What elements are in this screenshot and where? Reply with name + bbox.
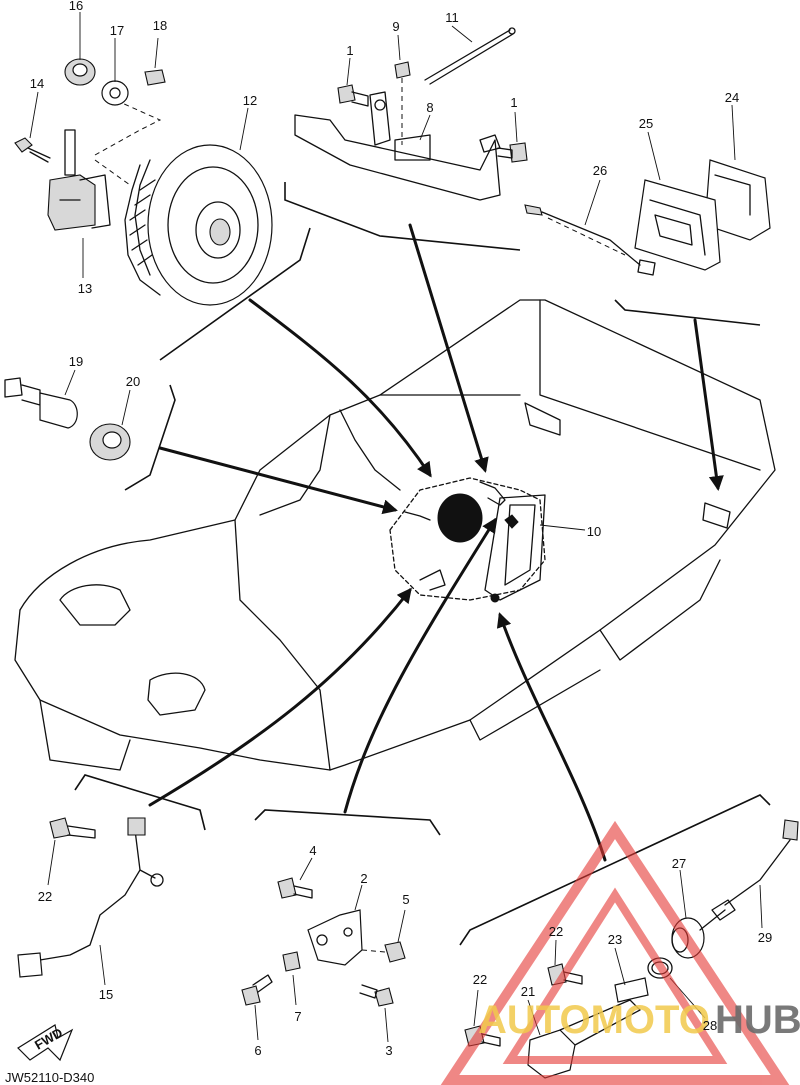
part-13-pickup-coil bbox=[47, 129, 111, 231]
part-25-cdi-unit bbox=[634, 179, 721, 271]
leader-arrows bbox=[148, 223, 724, 862]
callout-15: 15 bbox=[99, 987, 113, 1002]
callout-20: 20 bbox=[126, 374, 140, 389]
callout-27: 27 bbox=[672, 856, 686, 871]
part-8-bracket bbox=[294, 91, 501, 201]
part-21-bracket bbox=[527, 999, 641, 1079]
callout-14: 14 bbox=[30, 76, 44, 91]
callout-5: 5 bbox=[402, 892, 409, 907]
callout-17: 17 bbox=[110, 23, 124, 38]
part-6-bolt bbox=[241, 974, 273, 1006]
engine-center-assembly bbox=[389, 477, 546, 603]
part-12-flywheel bbox=[124, 144, 273, 306]
part-14-bolt bbox=[14, 137, 51, 163]
callout-1-left: 1 bbox=[346, 43, 353, 58]
watermark-word-automoto: AUTOMOTO bbox=[478, 998, 710, 1042]
callout-25: 25 bbox=[639, 116, 653, 131]
callout-26: 26 bbox=[593, 163, 607, 178]
part-2-bracket bbox=[307, 909, 363, 966]
part-29-lead-wire bbox=[711, 819, 799, 921]
callout-frames bbox=[74, 182, 771, 946]
part-20-grommet bbox=[89, 423, 131, 461]
part-15-wire-harness bbox=[17, 817, 164, 978]
callout-labels: 1 1 2 3 4 5 6 7 8 9 10 11 12 13 14 15 16… bbox=[30, 0, 772, 1058]
callout-28: 28 bbox=[703, 1018, 717, 1033]
callout-2: 2 bbox=[360, 871, 367, 886]
callout-3: 3 bbox=[385, 1043, 392, 1058]
part-1-bolt-right bbox=[497, 142, 528, 163]
part-22-bolt-left bbox=[49, 817, 96, 839]
callout-4: 4 bbox=[309, 843, 316, 858]
part-23-plate bbox=[614, 977, 649, 1003]
callout-23: 23 bbox=[608, 932, 622, 947]
part-18-key bbox=[144, 69, 166, 86]
callout-24: 24 bbox=[725, 90, 739, 105]
vehicle-outline bbox=[14, 299, 776, 771]
callout-19: 19 bbox=[69, 354, 83, 369]
callout-10: 10 bbox=[587, 524, 601, 539]
callout-18: 18 bbox=[153, 18, 167, 33]
part-3-bolt bbox=[359, 984, 394, 1007]
part-26-wire-lead bbox=[524, 204, 656, 276]
callout-22-low: 22 bbox=[473, 972, 487, 987]
part-5-nut bbox=[384, 941, 406, 963]
callout-13: 13 bbox=[78, 281, 92, 296]
part-9-bolt bbox=[394, 61, 411, 145]
part-4-bolt bbox=[277, 877, 313, 899]
part-19-sensor-plug bbox=[4, 377, 78, 429]
callout-7: 7 bbox=[294, 1009, 301, 1024]
callout-12: 12 bbox=[243, 93, 257, 108]
callout-29: 29 bbox=[758, 930, 772, 945]
callout-21: 21 bbox=[521, 984, 535, 999]
callout-9: 9 bbox=[392, 19, 399, 34]
document-code: JW52110-D340 bbox=[5, 1070, 94, 1085]
part-16-nut bbox=[64, 58, 96, 86]
part-1-bolt-left bbox=[337, 84, 369, 107]
fwd-direction-badge: FWD bbox=[17, 1024, 74, 1062]
callout-22-mid: 22 bbox=[549, 924, 563, 939]
callout-11: 11 bbox=[445, 10, 459, 25]
part-7-collar bbox=[282, 951, 301, 972]
part-17-washer bbox=[101, 80, 129, 106]
callout-22-left: 22 bbox=[38, 889, 52, 904]
callout-6: 6 bbox=[254, 1043, 261, 1058]
callout-16: 16 bbox=[69, 0, 83, 13]
part-11-pin bbox=[424, 27, 516, 85]
watermark-logo bbox=[440, 820, 790, 1085]
callout-1-right: 1 bbox=[510, 95, 517, 110]
watermark-word-hub: HUB bbox=[715, 998, 800, 1042]
callout-8: 8 bbox=[426, 100, 433, 115]
